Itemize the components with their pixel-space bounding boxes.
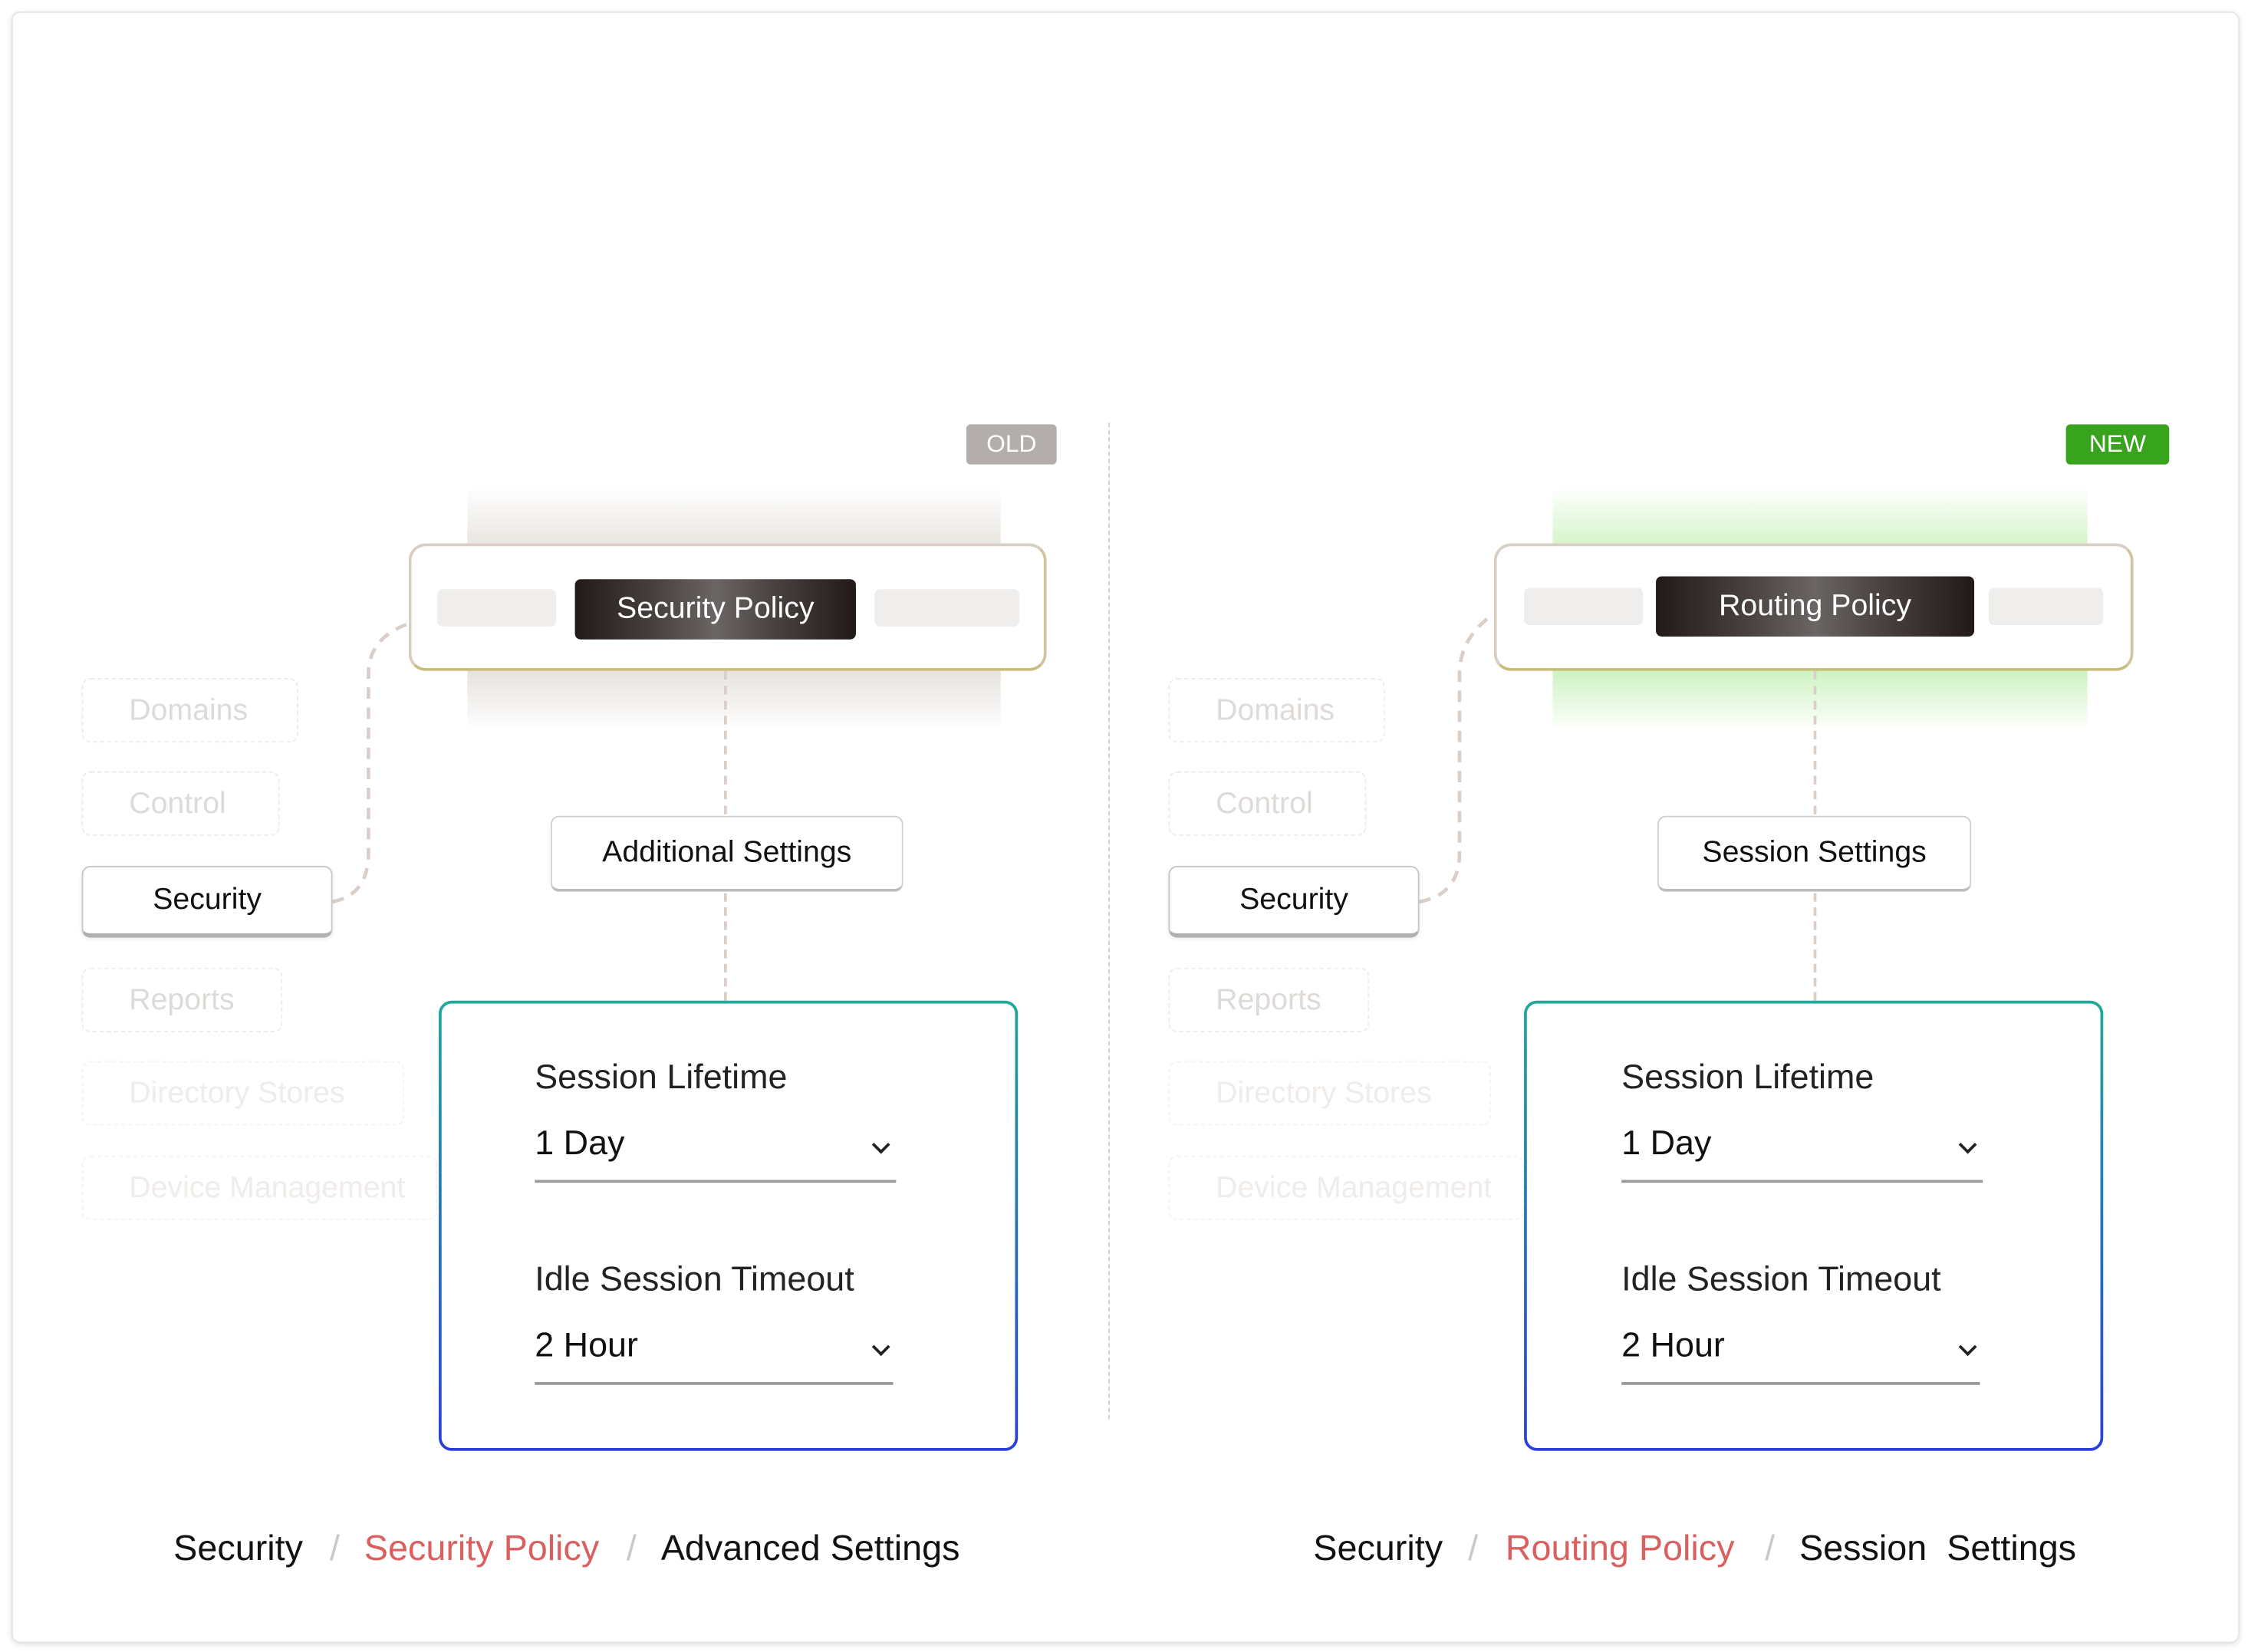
nav-item-domains[interactable]: Domains (1168, 678, 1385, 743)
placeholder-tab[interactable] (1524, 587, 1644, 626)
old-badge: OLD (966, 424, 1057, 465)
sub-settings-button[interactable]: Additional Settings (550, 815, 903, 892)
policy-tab-active[interactable]: Routing Policy (1656, 576, 1975, 637)
breadcrumb-separator: / (329, 1528, 340, 1569)
placeholder-tab[interactable] (437, 589, 557, 627)
idle-timeout-value: 2 Hour (1621, 1326, 1725, 1365)
idle-timeout-select[interactable]: 2 Hour (535, 1326, 894, 1387)
nav-item-device-management[interactable]: Device Management (81, 1155, 438, 1220)
policy-tab-active[interactable]: Security Policy (574, 579, 856, 640)
new-panel: NEW Routing Policy Session Settings Doma… (0, 0, 2170, 1651)
breadcrumb-separator: / (1468, 1528, 1479, 1569)
placeholder-tab[interactable] (1988, 587, 2104, 626)
nav-item-security[interactable]: Security (1168, 866, 1420, 938)
new-badge: NEW (2065, 424, 2170, 465)
nav-item-device-management[interactable]: Device Management (1168, 1155, 1525, 1220)
old-panel: OLD Security Policy Additional Settings … (0, 0, 1118, 1651)
breadcrumb-separator: / (626, 1528, 637, 1569)
nav-item-reports[interactable]: Reports (1168, 967, 1370, 1032)
idle-timeout-label: Idle Session Timeout (535, 1260, 854, 1299)
session-lifetime-select[interactable]: 1 Day (535, 1124, 897, 1185)
select-underline (1621, 1382, 1980, 1385)
breadcrumb-item[interactable]: Routing Policy (1505, 1528, 1735, 1569)
nav-item-control[interactable]: Control (81, 771, 280, 836)
nav-item-domains[interactable]: Domains (81, 678, 298, 743)
idle-timeout-value: 2 Hour (535, 1326, 638, 1365)
breadcrumb-item[interactable]: Security Policy (364, 1528, 600, 1569)
nav-item-directory-stores[interactable]: Directory Stores (81, 1061, 405, 1126)
placeholder-tab[interactable] (874, 589, 1020, 627)
connector-lines (332, 621, 410, 904)
idle-timeout-select[interactable]: 2 Hour (1621, 1326, 1980, 1387)
nav-item-control[interactable]: Control (1168, 771, 1367, 836)
nav-item-reports[interactable]: Reports (81, 967, 283, 1032)
breadcrumb-separator: / (1765, 1528, 1776, 1569)
breadcrumb-item[interactable]: Session Settings (1799, 1528, 2077, 1569)
breadcrumb-item[interactable]: Security (173, 1528, 304, 1569)
breadcrumb-item[interactable]: Advanced Settings (660, 1528, 960, 1569)
nav-item-directory-stores[interactable]: Directory Stores (1168, 1061, 1492, 1126)
session-lifetime-value: 1 Day (1621, 1124, 1712, 1163)
settings-card: Session Lifetime 1 Day Idle Session Time… (439, 1000, 1019, 1451)
settings-card: Session Lifetime 1 Day Idle Session Time… (1524, 1000, 2104, 1451)
connector-line (723, 670, 727, 814)
select-underline (1621, 1180, 1983, 1183)
connector-line (1813, 893, 1817, 1001)
session-lifetime-select[interactable]: 1 Day (1621, 1124, 1983, 1185)
chevron-down-icon (1958, 1135, 1977, 1154)
idle-timeout-label: Idle Session Timeout (1621, 1260, 1941, 1299)
breadcrumb-item[interactable]: Security (1313, 1528, 1443, 1569)
select-underline (535, 1180, 897, 1183)
session-lifetime-label: Session Lifetime (535, 1058, 788, 1097)
sub-settings-button[interactable]: Session Settings (1657, 815, 1972, 892)
connector-line (1813, 670, 1817, 814)
session-lifetime-label: Session Lifetime (1621, 1058, 1874, 1097)
nav-item-security[interactable]: Security (81, 866, 333, 938)
divider (1108, 423, 1110, 1420)
connector-line (723, 893, 727, 1001)
chevron-down-icon (1958, 1338, 1977, 1357)
session-lifetime-value: 1 Day (535, 1124, 625, 1163)
select-underline (535, 1382, 894, 1385)
